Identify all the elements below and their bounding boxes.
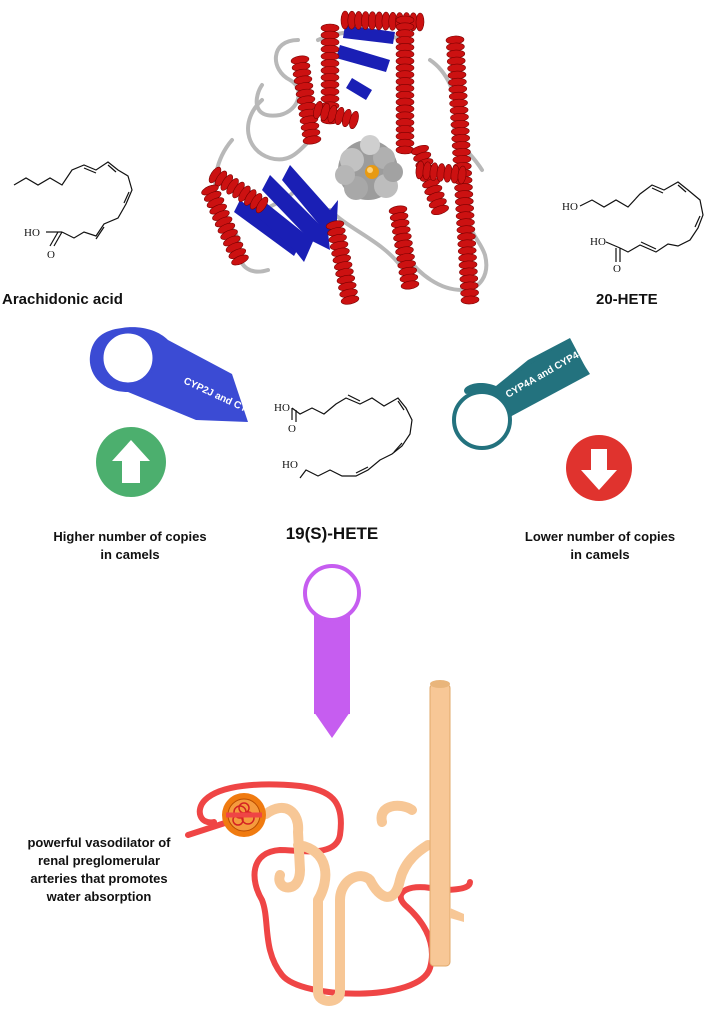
higher-copies-label: Higher number of copies in camels [53, 529, 207, 562]
hete20-carbonyl-o: O [613, 263, 621, 275]
aa-hydroxyl-o: O [32, 227, 40, 239]
helix-turn [320, 87, 340, 96]
protein-structure [201, 10, 489, 305]
helix-turn [415, 12, 425, 32]
aa-carbonyl-o: O [47, 249, 55, 261]
arachidonic-acid-label: Arachidonic acid [2, 291, 123, 308]
hete19-structure [291, 394, 413, 479]
helix-turn [431, 204, 449, 216]
helix-turn [457, 165, 467, 185]
helix-turn [302, 135, 322, 145]
lower-copies-label: Lower number of copies in camels [524, 529, 676, 562]
helix-turn [460, 295, 480, 305]
arrow-down-icon [566, 435, 632, 501]
helix-turn [349, 110, 359, 130]
hete20-carboxyl-ho: HO [590, 236, 606, 248]
right-enzyme-tag: CYP4A and CYP4F [452, 338, 590, 450]
helix-turn [340, 295, 360, 305]
aa-hydroxyl-h: H [24, 227, 32, 239]
nephron-diagram [185, 680, 473, 1006]
arachidonic-acid-structure [13, 161, 133, 247]
down-pointer-tag [303, 564, 361, 738]
hete19-carbonyl-o: O [288, 423, 296, 435]
protein-sheets [234, 25, 395, 262]
arrow-up-icon [96, 427, 166, 497]
hete20-label: 20-HETE [596, 291, 658, 308]
helix-turn [400, 280, 420, 290]
helix-turn [255, 196, 269, 214]
collecting-duct [429, 683, 451, 967]
hete19-hydroxyl: HO [282, 459, 298, 471]
hete20-structure [579, 181, 704, 262]
hete20-hydroxyl: HO [562, 201, 578, 213]
renal-vessel [185, 781, 473, 997]
heme-group [335, 135, 403, 200]
renal-tubule [261, 800, 433, 1006]
vasodilator-effect-label: powerful vasodilator of renal preglomeru… [27, 835, 171, 904]
protein-helices [201, 10, 480, 305]
hete19-label: 19(S)-HETE [285, 524, 379, 543]
helix-turn [320, 30, 340, 40]
hete19-carboxyl-ho: HO [274, 402, 290, 414]
left-enzyme-tag: CYP2J and CYP2E [89, 327, 266, 423]
helix-turn [231, 254, 249, 266]
